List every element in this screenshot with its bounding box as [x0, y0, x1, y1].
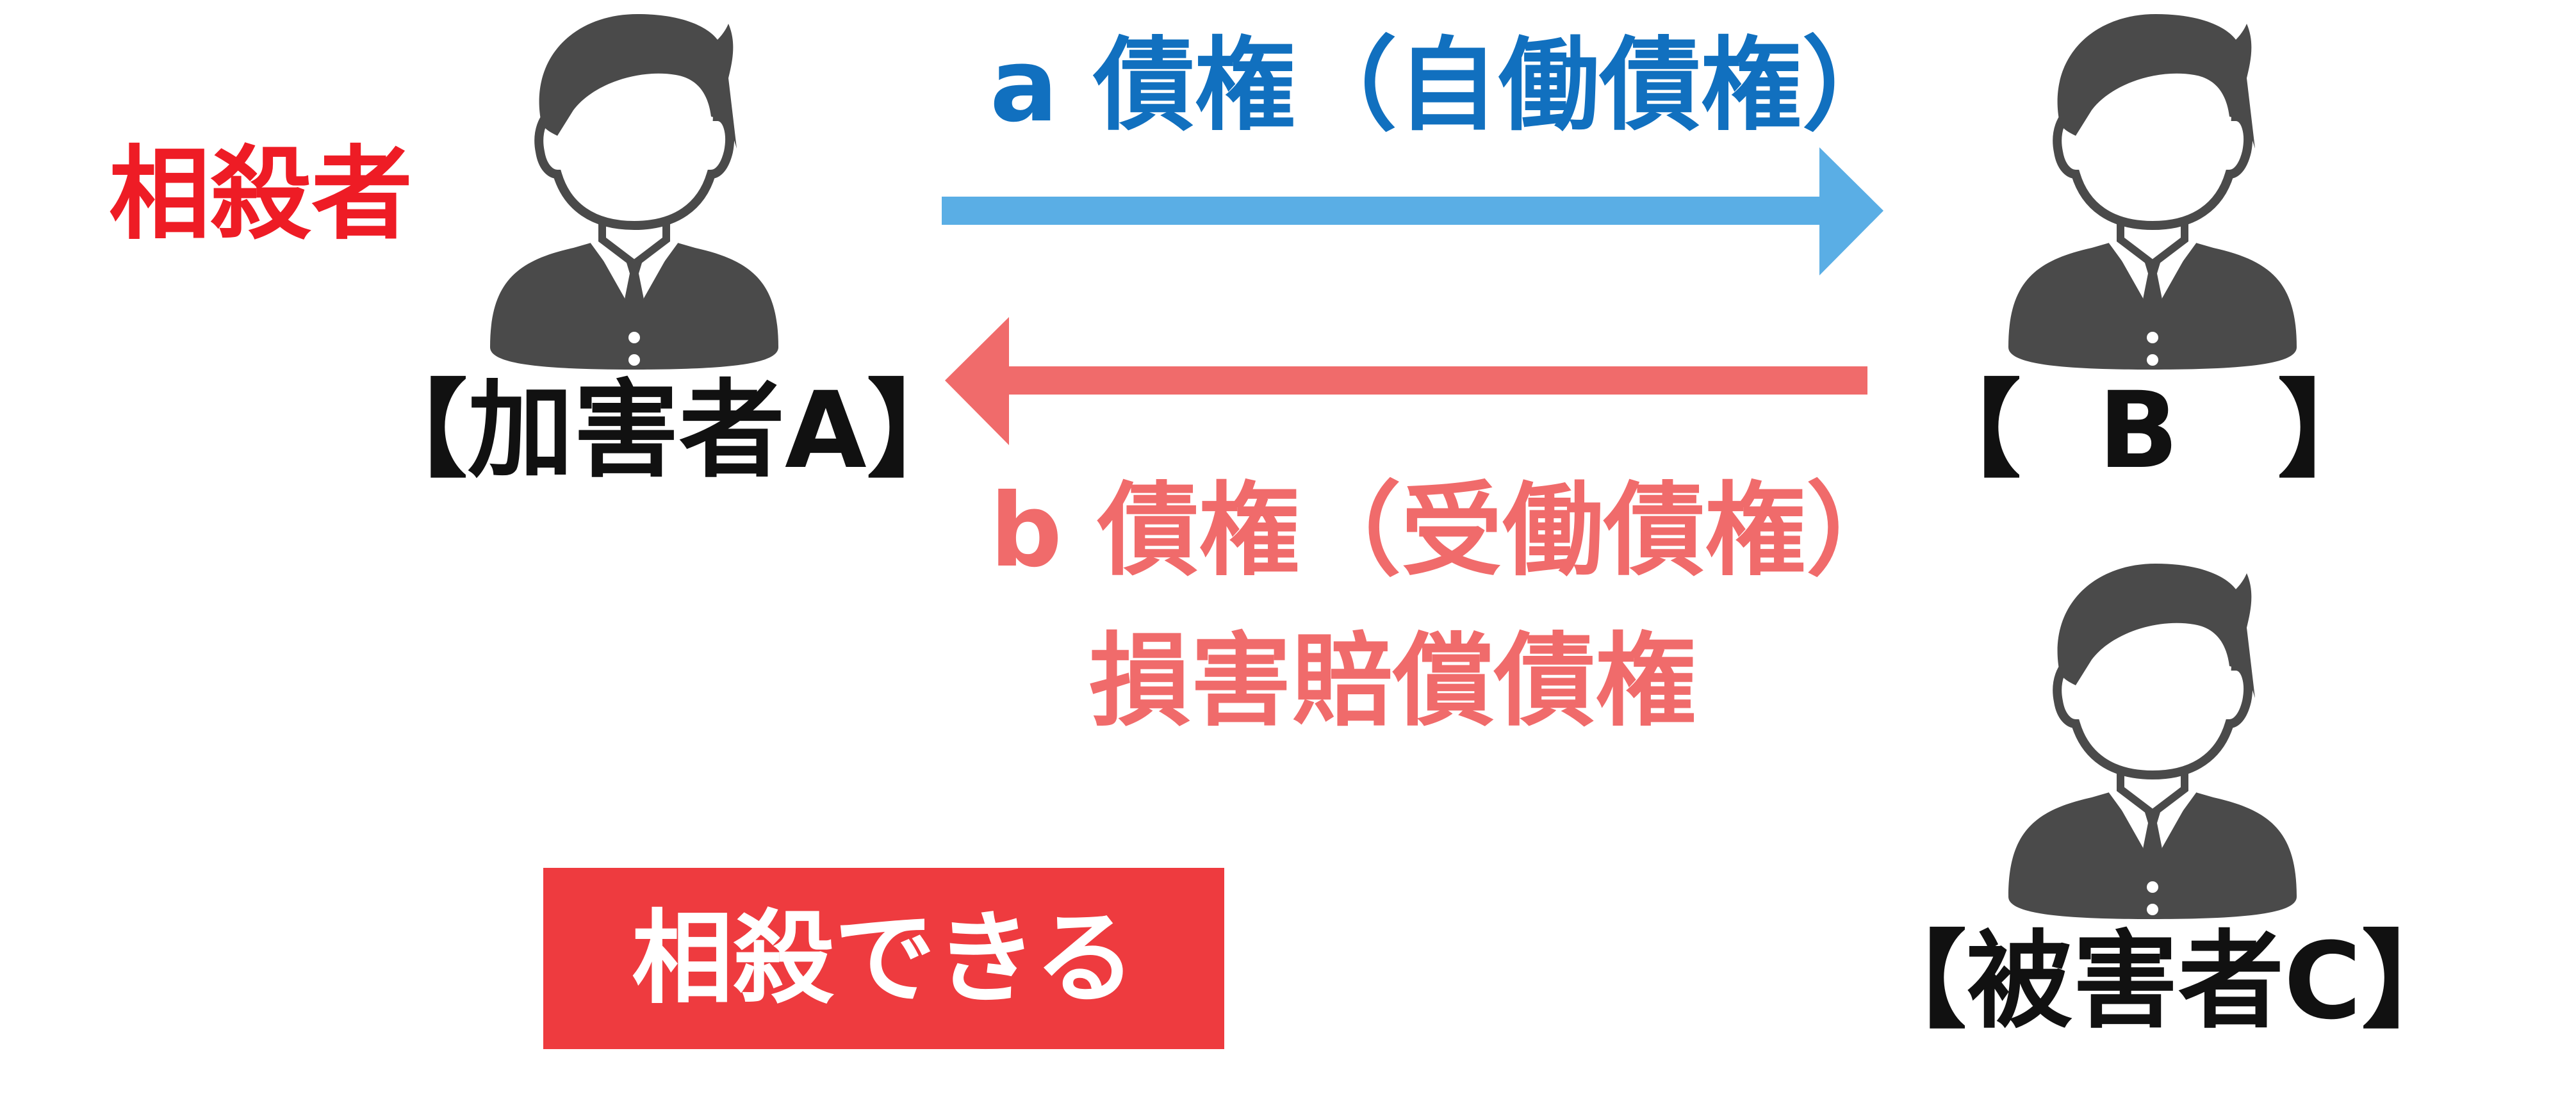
party-b-open-bracket: 【 — [1916, 369, 2021, 492]
claim-a-label: a 債権（自働債権） — [990, 27, 1903, 145]
claim-b-label: b 債権（受働債権） — [990, 472, 1908, 590]
setoff-party-label: 相殺者 — [109, 136, 413, 254]
party-b-name: B — [2098, 369, 2179, 492]
person-icon — [2008, 14, 2297, 373]
result-box: 相殺できる — [543, 868, 1224, 1049]
claim-a-arrow — [942, 147, 1883, 275]
result-label: 相殺できる — [632, 899, 1136, 1018]
damages-claim-label: 損害賠償債権 — [1089, 623, 1696, 740]
claim-b-arrow — [945, 317, 1867, 445]
person-icon — [2008, 564, 2297, 922]
party-a-label: 【加害者A】 — [362, 369, 972, 492]
party-b-close-bracket: 】 — [2277, 369, 2383, 492]
party-c-label: 【被害者C】 — [1861, 920, 2468, 1043]
person-icon — [490, 14, 778, 373]
